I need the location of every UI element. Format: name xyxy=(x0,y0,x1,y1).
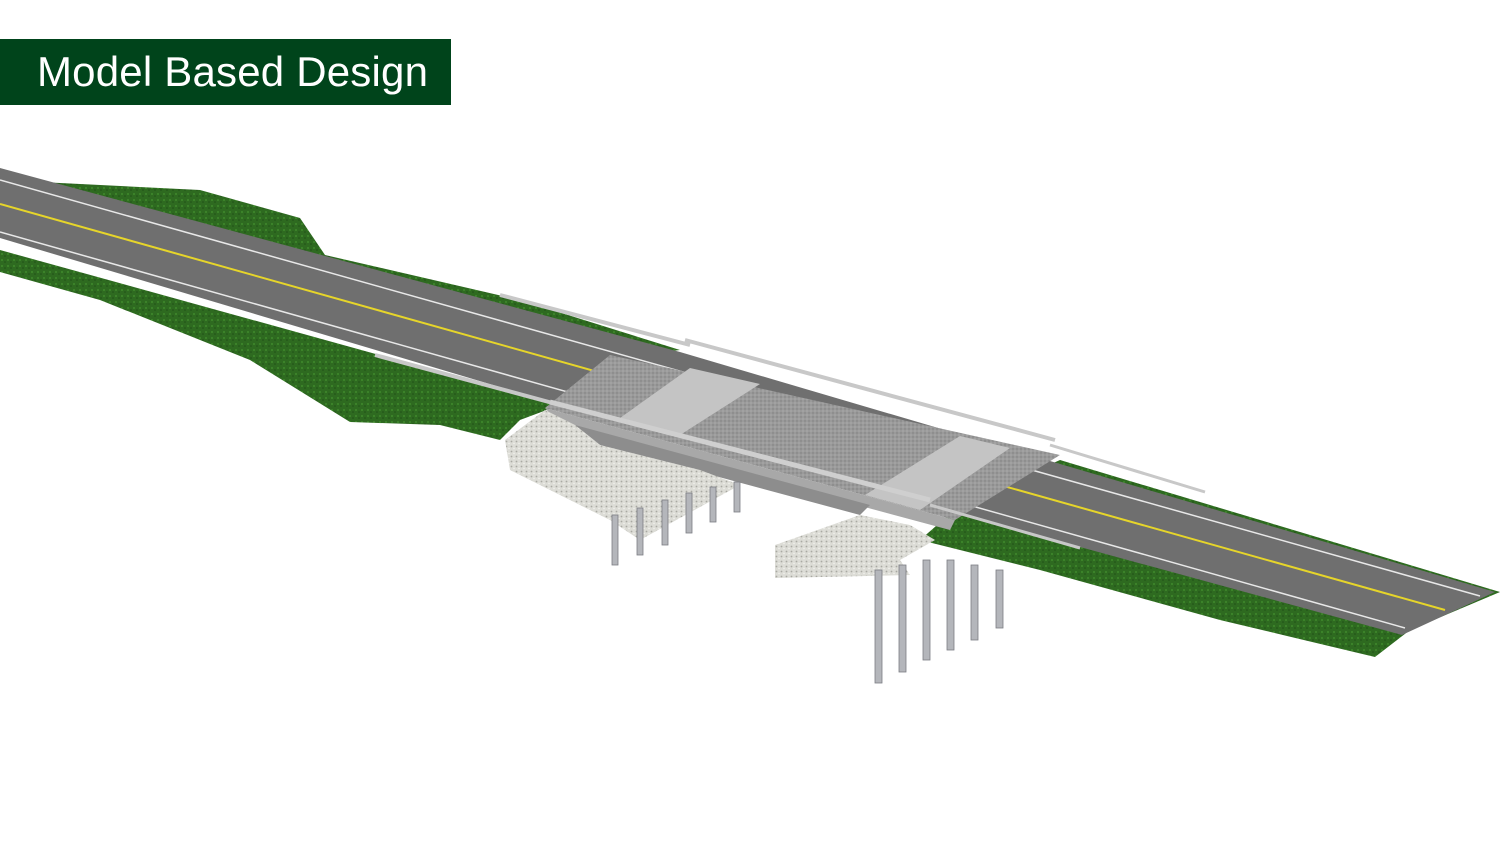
title-banner: Model Based Design xyxy=(0,39,451,105)
title-text: Model Based Design xyxy=(37,48,429,95)
left-lower-embankment xyxy=(0,250,560,440)
guardrail-left-far xyxy=(499,293,691,347)
approach-slab-left xyxy=(620,368,760,435)
piles-right xyxy=(874,559,1004,684)
guardrail-bridge-far xyxy=(684,338,1056,442)
bridge-girder xyxy=(575,425,870,515)
guardrail-bridge-near xyxy=(549,399,931,503)
rock-riprap-left xyxy=(505,410,740,540)
bridge-fascia xyxy=(545,408,955,530)
guardrail-left-near xyxy=(374,353,561,407)
guardrail-right-far xyxy=(1049,443,1206,494)
piles-left xyxy=(611,481,741,566)
rock-riprap-right xyxy=(775,515,935,578)
guardrail-right-near xyxy=(929,503,1081,550)
